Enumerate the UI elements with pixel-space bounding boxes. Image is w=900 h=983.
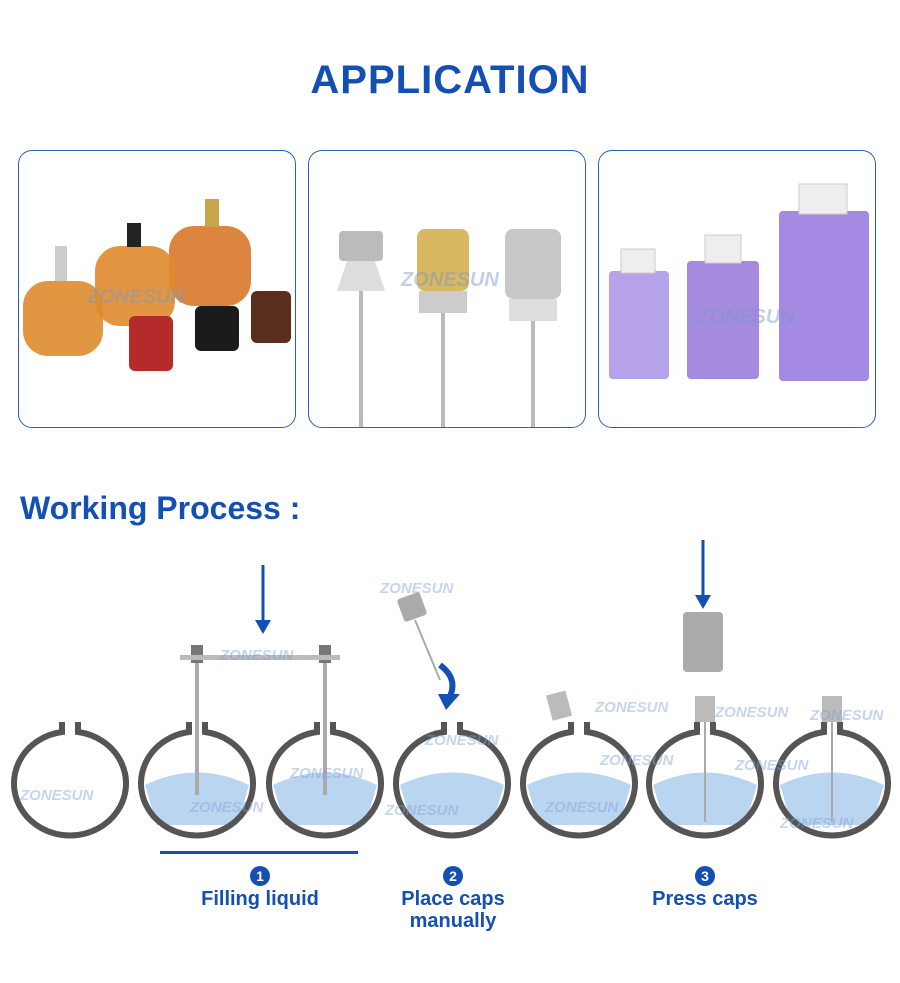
liquid [527,772,631,825]
flask-4 [393,722,511,839]
filling-bar [180,655,340,660]
nozzle-head [319,645,331,663]
step-number: 3 [695,866,715,886]
arrow-head [255,620,271,634]
watermark: ZONESUN [87,286,185,308]
amber-bottles-image [23,199,291,371]
filling-step-underline [160,851,358,854]
watermark: ZONESUN [599,752,675,769]
step-label: Place caps manually [401,888,505,932]
step-place-caps: 2 Place caps manually [380,864,526,932]
liquid [400,772,504,825]
watermark: ZONESUN [809,707,885,724]
card-amber-bottles: ZONESUN [18,150,296,428]
spray-cap [546,690,573,721]
curved-arrow-head [438,694,460,710]
liquid [145,772,249,825]
spray-caps-image [337,229,561,427]
purple-bottles-image [609,183,869,381]
flask-1 [11,722,129,839]
dip-tube [831,722,833,822]
liquid [273,772,377,825]
working-process-heading: Working Process : [20,490,301,526]
spray-cap [695,696,715,722]
watermark: ZONESUN [424,732,500,749]
step-press-caps: 3 Press caps [630,864,780,910]
watermark: ZONESUN [401,269,499,291]
watermark: ZONESUN [384,802,460,819]
step-filling: 1 Filling liquid [180,864,340,910]
watermark: ZONESUN [219,647,295,664]
watermark: ZONESUN [544,799,620,816]
page-title: APPLICATION [310,58,590,102]
flask-5 [520,722,638,839]
watermark: ZONESUN [779,815,855,832]
floating-tube [414,619,441,681]
filling-nozzle [195,660,199,795]
spray-cap [822,696,842,722]
step-number: 2 [443,866,463,886]
dip-tube [704,722,706,822]
watermark: ZONESUN [19,787,95,804]
press-cap [683,612,723,672]
flask-6 [646,722,764,839]
watermark: ZONESUN [714,704,790,721]
watermark: ZONESUN [734,757,810,774]
step-label: Press caps [652,888,758,910]
watermark: ZONESUN [594,699,670,716]
watermark: ZONESUN [379,580,455,597]
filling-nozzle [323,660,327,795]
flask-7 [773,722,891,839]
arrow-head [695,595,711,609]
flask-2 [138,722,256,839]
card-spray-caps: ZONESUN [308,150,586,428]
watermark: ZONESUN [189,799,265,816]
watermark: ZONESUN [697,306,795,328]
floating-cap [397,592,427,622]
step-number: 1 [250,866,270,886]
nozzle-head [191,645,203,663]
watermark: ZONESUN [289,765,365,782]
flask-3 [266,722,384,839]
card-purple-bottles: ZONESUN [598,150,876,428]
step-label: Filling liquid [201,888,319,910]
